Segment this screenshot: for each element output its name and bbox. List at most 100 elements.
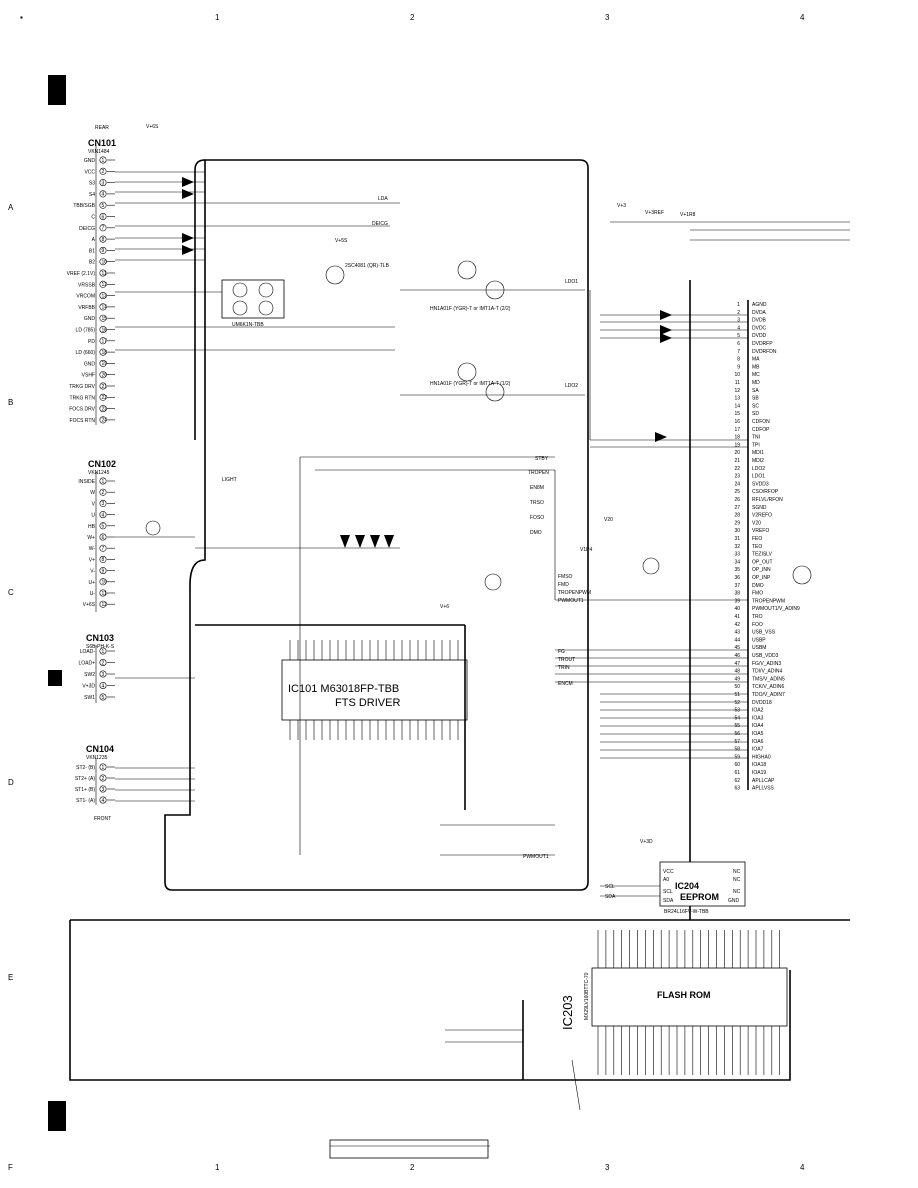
dsp-pin-label: USBP: [752, 637, 766, 643]
dsp-pin-number: 18: [734, 435, 740, 441]
dsp-pin-label: MB: [752, 364, 760, 370]
test-points: [145, 520, 812, 591]
dsp-pin-label: IOA6: [752, 739, 764, 745]
dsp-pin-label: DMO: [752, 583, 764, 589]
rail-v3ref: V+3REF: [645, 210, 664, 216]
footer-box: [329, 1139, 489, 1159]
cn103-pin-circle: [99, 658, 107, 666]
rail-v1r8: V+1R8: [680, 212, 696, 218]
cn103-pin-number: 4: [102, 683, 105, 689]
dsp-pin-label: TRO: [752, 614, 763, 620]
net-tropen: TROPEN: [528, 470, 549, 476]
dsp-pin-label: SVDD3: [752, 481, 769, 487]
dsp-pin-label: SD: [752, 411, 759, 417]
cn102-pin-circle: [99, 555, 107, 563]
cn102-pin-number: 1: [102, 479, 105, 485]
dsp-pin-label: USB_VDD3: [752, 653, 779, 659]
row-mark-c: C: [8, 588, 14, 597]
net-trout: TROUT: [558, 657, 575, 663]
cn101-pin-circle: [99, 416, 107, 424]
dsp-pin-number: 62: [734, 778, 740, 784]
dsp-pin-number: 37: [734, 583, 740, 589]
dsp-pin-label: USB_VSS: [752, 630, 776, 636]
cn101-pin-label: B2: [89, 260, 95, 266]
net-pwmout1: PWMOUT1: [558, 598, 584, 604]
ic101-pin-ticks: [289, 640, 459, 740]
q-hn1a01f-upper-label: HN1A01F (YGR)-T or IMT1A-T (2/2): [430, 306, 511, 312]
dsp-pin-label: PWMOUT1/V_ADIN9: [752, 606, 800, 612]
cn104-pin-circle: [99, 774, 107, 782]
cn104-part: VKN1235: [86, 755, 108, 761]
cn101-pin-label: VRCOM: [76, 294, 95, 300]
cn101-pin-circle: [99, 201, 107, 209]
cn103-pin-number: 2: [102, 660, 105, 666]
dsp-pin-label: FMO: [752, 591, 763, 597]
dsp-ic: [747, 300, 749, 790]
dsp-pin-label: TCK/V_ADIN6: [752, 684, 784, 690]
cn101-pin-label: GND: [84, 361, 96, 367]
dsp-pin-number: 2: [737, 310, 740, 316]
rail-v1p4: V1P4: [580, 547, 592, 553]
edge-mark-bottom-1: 1: [215, 1163, 220, 1172]
cn103-pin-circle: [99, 647, 107, 655]
dsp-pin-number: 8: [737, 357, 740, 363]
block-marker-mid: [48, 670, 62, 686]
net-light: LIGHT: [222, 477, 237, 483]
cn101-pin-circle: [99, 314, 107, 322]
cn101-pin-number: 9: [102, 248, 105, 254]
cn101-pin-label: B1: [89, 248, 95, 254]
net-fg: FG: [558, 649, 565, 655]
dsp-pin-number: 30: [734, 528, 740, 534]
cn102-pin-circle: [99, 522, 107, 530]
cn101-pin-number: 23: [102, 406, 108, 412]
cn104-pin-number: 1: [102, 765, 105, 771]
cn102-name: CN102: [88, 459, 116, 469]
cn101-pin-number: 12: [102, 282, 108, 288]
cn104-pin-label: ST2+ (A): [75, 776, 95, 782]
dsp-pin-number: 54: [734, 715, 740, 721]
ic203-title: FLASH ROM: [657, 990, 711, 1000]
cn104-pin-circle: [99, 763, 107, 771]
dsp-pin-number: 11: [735, 380, 740, 386]
cn101-pin-circle: [99, 224, 107, 232]
dsp-pin-number: 41: [734, 614, 740, 620]
dsp-pin-label: TDI/V_ADIN4: [752, 669, 783, 675]
cn102-pin-label: V: [92, 501, 96, 507]
row-mark-b: B: [8, 398, 13, 407]
net-encm: ENCM: [558, 681, 573, 687]
dsp-pin-label: CSO/RFOP: [752, 489, 779, 495]
edge-marks: ▪ 1 2 3 4 1 2 3 4 A B C D E F: [8, 13, 805, 1172]
dsp-pin-number: 14: [734, 403, 740, 409]
dsp-pin-label: MD: [752, 380, 760, 386]
cn101-pin-circle: [99, 382, 107, 390]
ic203: FLASH ROM IC203 MX29LV160BTTC-70: [560, 967, 788, 1111]
cn101-pin-number: 10: [102, 260, 108, 266]
ic204-body: [659, 861, 746, 907]
dsp-pin-label: TROPENPWM: [752, 598, 785, 604]
cn101: CN101 VKN1484 REAR: [88, 125, 116, 425]
dsp-pin-number: 19: [734, 442, 740, 448]
ic204-title: EEPROM: [680, 892, 719, 902]
dsp-pin-number: 52: [734, 700, 740, 706]
cn102-pin-number: 5: [102, 524, 105, 530]
cn101-pin-circle: [99, 167, 107, 175]
lower-block-outline: [69, 920, 791, 1081]
cn101-pin-label: VRSSB: [78, 282, 96, 288]
signal-arrows: [182, 177, 672, 548]
cn101-pin-circle: [99, 303, 107, 311]
cn104-pin-number: 3: [102, 787, 105, 793]
cn101-pin-label: LD (660): [76, 350, 96, 356]
cn102-pin-number: 11: [102, 591, 107, 597]
cn101-pin-number: 5: [102, 203, 105, 209]
cn101-pin-label: LD (785): [76, 328, 96, 334]
ic204-ref: IC204: [675, 881, 699, 891]
dsp-pin-label: DVDRFDN: [752, 349, 777, 355]
q-um6k1n-label: UM6K1N-TBB: [232, 322, 264, 328]
cn101-pin-circle: [99, 393, 107, 401]
dsp-pin-label: IOA19: [752, 770, 766, 776]
cn101-pin-circle: [99, 269, 107, 277]
cn101-pin-label: VSHF: [82, 373, 95, 379]
